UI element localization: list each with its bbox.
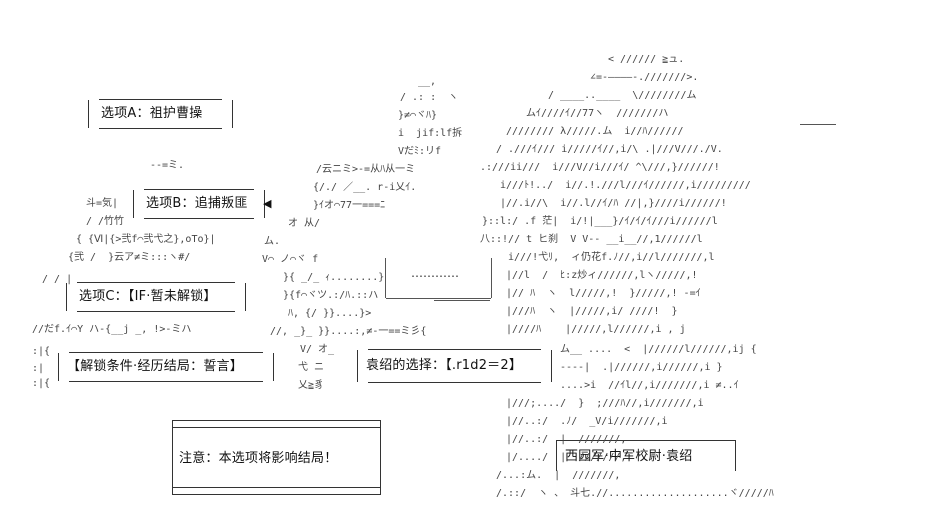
notice-box: 注意：本选项将影响结局！ bbox=[172, 420, 381, 495]
right-figure-line: .:///ii/// i///V//i///ｲ/ ^\///,}//////! bbox=[480, 162, 720, 173]
blank-sign-ellipsis: ………… bbox=[411, 266, 459, 280]
option-a-frame[interactable]: 选项A：祖护曹操 bbox=[88, 99, 233, 129]
unlock-condition-label: 【解锁条件·经历结局：誓言】 bbox=[67, 359, 243, 374]
right-figure-line: |/..../ | ///////, bbox=[506, 452, 627, 463]
unlock-condition-frame: 【解锁条件·经历结局：誓言】 bbox=[58, 352, 274, 382]
middle-figure-line: }{ _/_ ｨ........} bbox=[283, 272, 385, 283]
right-figure-line: i///!弋ﾘ, ィ仍花f.ﾉ//,i//l///////,l bbox=[508, 252, 715, 263]
choice-result-label: 袁绍的选择：【.r1d2＝2】 bbox=[366, 358, 523, 373]
middle-figure-line: V⌒ ノ⌒ヾ f bbox=[262, 254, 319, 265]
middle-figure-line: //, _}_ }}....:,≠-一==ミ彡{ bbox=[270, 326, 427, 337]
option-b-label: 选项B：追捕叛匪 bbox=[146, 196, 248, 211]
option-b-frame[interactable]: 选项B：追捕叛匪 bbox=[133, 189, 265, 219]
notice-label: 注意：本选项将影响结局！ bbox=[179, 451, 338, 466]
middle-figure-line: ﾊ, {/ }}....}> bbox=[288, 308, 372, 319]
option-b-selected-pointer-icon: ◀ bbox=[263, 197, 272, 210]
left-figure-line: 斗=気| bbox=[86, 198, 119, 209]
middle-figure-line: 弋 ニ bbox=[298, 362, 325, 373]
middle-figure-line: オ 从/ bbox=[288, 218, 321, 229]
option-a-label: 选项A：祖护曹操 bbox=[101, 106, 203, 121]
right-figure-line: |///ﾊ ヽ |/////,i/ ////! } bbox=[506, 306, 678, 317]
option-c-frame[interactable]: 选项C：【IF·暂未解锁】 bbox=[66, 282, 246, 312]
middle-figure-line: / .: : ヽ bbox=[400, 92, 459, 103]
left-figure-line: :|{ bbox=[32, 346, 51, 357]
left-figure-line: / /竹竹 bbox=[86, 216, 125, 227]
middle-figure-line: /云ニミ>-=从ﾊ从一ミ bbox=[316, 164, 416, 175]
middle-figure-line: i jif:lf拆 bbox=[398, 128, 463, 139]
blank-sign-panel: ………… bbox=[385, 258, 492, 299]
left-figure-line: / / | bbox=[42, 274, 73, 285]
middle-figure-line: {/./ ／__. r-i乂ｲ. bbox=[313, 182, 417, 193]
left-figure-ascii-art: --=ミ. bbox=[150, 160, 185, 171]
right-figure-line: ム__ .... < |//////l//////,ij { bbox=[560, 344, 757, 355]
left-figure-line: :|{ bbox=[32, 378, 51, 389]
right-figure-line: |//..:/ .ﾉ/ _V/i///////,i bbox=[506, 416, 668, 427]
desk-line bbox=[434, 300, 490, 301]
character-caption-box: 西园军·中军校尉·袁绍 bbox=[556, 440, 736, 471]
middle-figure-line: }≠⌒ヾﾊ} bbox=[398, 110, 438, 121]
right-figure-line: 八::!// t ヒ刹 V V-- __i__//,1//////l bbox=[480, 234, 703, 245]
character-caption-label: 西园军·中军校尉·袁绍 bbox=[565, 449, 693, 464]
middle-figure-line: }ｲオ⌒77一===ﾆ bbox=[313, 200, 386, 211]
middle-figure-ascii-art: __, bbox=[418, 76, 437, 87]
right-figure-line: / ____..____ \////////ム bbox=[548, 90, 697, 101]
middle-figure-line: 乂≧豸 bbox=[298, 380, 325, 391]
shield-line bbox=[800, 124, 836, 125]
option-c-label: 选项C：【IF·暂未解锁】 bbox=[79, 289, 217, 304]
right-figure-line: |//l / ﾋ:z炒ィ//////,lヽ/////,! bbox=[506, 270, 698, 281]
right-figure-ascii-art: < ////// ≧ュ. bbox=[608, 54, 685, 65]
right-figure-line: ....>i //ｲl//,i///////,i ≠..ｲ bbox=[560, 380, 739, 391]
right-figure-line: |//.i//\ i//.l//ｲ/ﾊ //|,}////i//////! bbox=[500, 198, 727, 209]
right-figure-line: /...:ム. | ///////, bbox=[496, 470, 621, 481]
right-figure-line: |///;..../ } ;///ﾊ//,i///////,i bbox=[506, 398, 704, 409]
right-figure-line: ----| .|//////,i//////,i } bbox=[560, 362, 723, 373]
right-figure-line: //////// λ/////.ム i//ﾊ////// bbox=[506, 126, 684, 137]
middle-figure-line: ム. bbox=[264, 236, 281, 247]
middle-figure-line: }{f⌒ヾツ.:/ﾊ.::ハ bbox=[283, 290, 379, 301]
right-figure-line: /.::/ ヽ 、 斗七.//....................ヾ////… bbox=[496, 488, 774, 499]
right-figure-line: i///ﾄ!../ i//.!.///l///ｲ//////,i////////… bbox=[500, 180, 751, 191]
right-figure-line: |////ﾊ |/////,l//////,i , j bbox=[506, 324, 686, 335]
right-figure-line: ∠=-――――-.///////>. bbox=[590, 72, 699, 83]
right-figure-line: ムｲ////ｲ//77ヽ ///////ハ bbox=[526, 108, 669, 119]
right-figure-line: / .///ｲ/// i/////ｲ//,i/\ .|///V///./V. bbox=[496, 144, 723, 155]
left-figure-line: :| bbox=[32, 363, 45, 374]
left-figure-line: //だf.ｲ⌒Y ハ-{__j _, !>-ミハ bbox=[32, 324, 192, 335]
choice-result-box: 袁绍的选择：【.r1d2＝2】 bbox=[357, 349, 552, 383]
middle-figure-line: Vだﾐ:リf bbox=[398, 146, 442, 157]
middle-figure-line: V/ オ_ bbox=[300, 344, 335, 355]
right-figure-line: }::l:/ .f 茫| i/!|___}/ｲ/ｲ/ｲ///i//////l bbox=[482, 216, 718, 227]
left-figure-line: {弐 / }云ア≠ミ:::ヽ#/ bbox=[68, 252, 191, 263]
left-figure-line: { {Ⅵ|{>弐f⌒弐弋之},oTo}| bbox=[76, 234, 216, 245]
right-figure-line: |// ﾊ ヽ l/////,! }/////,! -=ｲ bbox=[506, 288, 701, 299]
right-figure-line: |//..:/ | ///////, bbox=[506, 434, 627, 445]
